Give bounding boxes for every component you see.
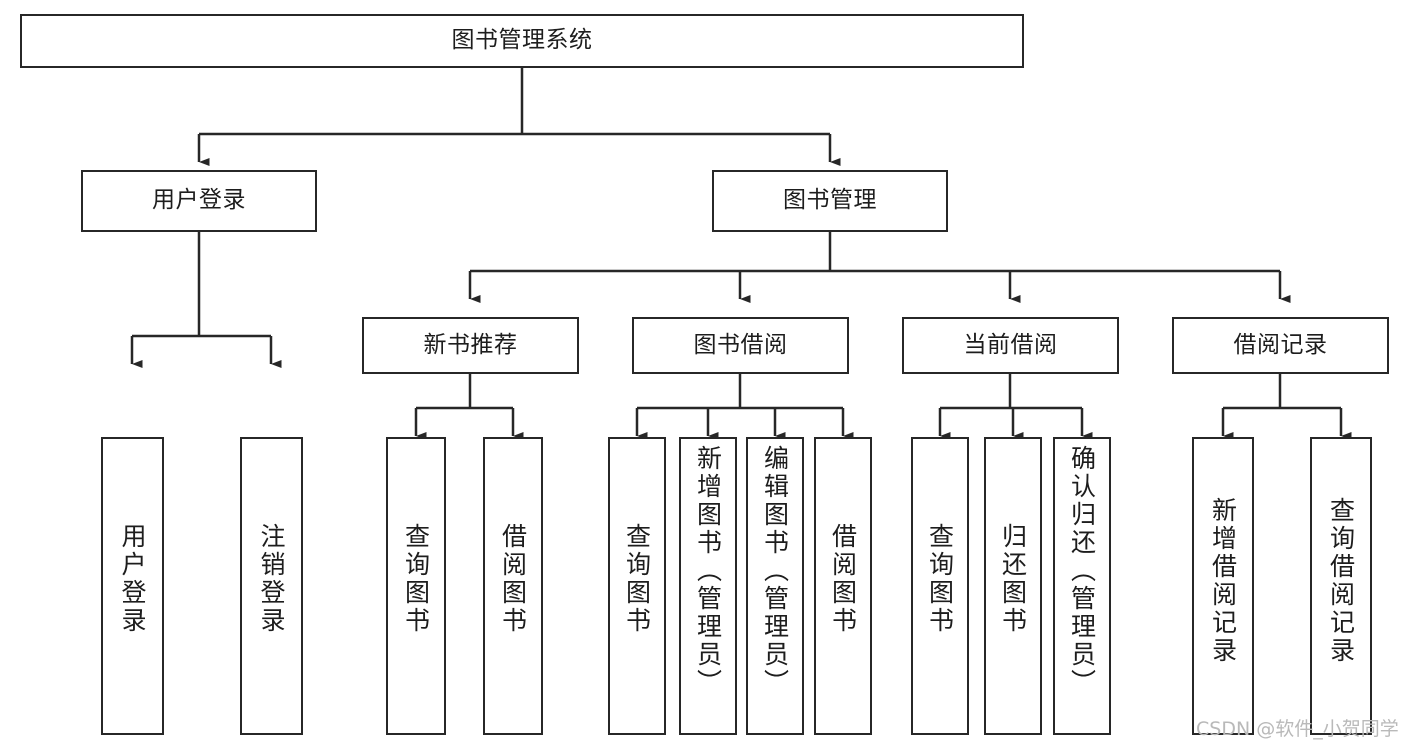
node-leaf-leaf-user-login[interactable]: 用户登录	[101, 437, 164, 735]
node-label: 新增图书（管理员）	[693, 445, 723, 697]
node-label: 查询借阅记录	[1326, 497, 1356, 665]
watermark-text: CSDN @软件_小贺同学	[1196, 718, 1399, 740]
node-level3-new-book-recommend[interactable]: 新书推荐	[362, 317, 579, 374]
node-label: 新书推荐	[423, 331, 518, 358]
node-leaf-leaf-confirm-return-admin[interactable]: 确认归还（管理员）	[1053, 437, 1111, 735]
node-label: 图书借阅	[693, 331, 788, 358]
node-leaf-leaf-query-book-3[interactable]: 查询图书	[911, 437, 969, 735]
node-label: 图书管理	[783, 187, 877, 214]
node-label: 确认归还（管理员）	[1067, 445, 1097, 697]
node-level3-borrow-record[interactable]: 借阅记录	[1172, 317, 1389, 374]
node-label: 借阅图书	[828, 523, 858, 635]
node-label: 借阅图书	[498, 523, 528, 635]
node-level2-book-manage[interactable]: 图书管理	[712, 170, 948, 232]
node-label: 用户登录	[152, 187, 246, 214]
node-label: 归还图书	[998, 523, 1028, 635]
node-label: 借阅记录	[1233, 331, 1328, 358]
node-root[interactable]: 图书管理系统	[20, 14, 1024, 68]
node-label: 注销登录	[257, 523, 286, 635]
node-level3-book-borrow[interactable]: 图书借阅	[632, 317, 849, 374]
node-leaf-leaf-logout[interactable]: 注销登录	[240, 437, 303, 735]
node-label: 编辑图书（管理员）	[760, 445, 790, 697]
node-leaf-leaf-edit-book-admin[interactable]: 编辑图书（管理员）	[746, 437, 804, 735]
node-label: 图书管理系统	[451, 27, 593, 54]
node-leaf-leaf-borrow-book-1[interactable]: 借阅图书	[483, 437, 543, 735]
node-label: 查询图书	[622, 523, 652, 635]
node-label: 查询图书	[925, 523, 955, 635]
node-label: 当前借阅	[963, 331, 1058, 358]
node-label: 新增借阅记录	[1208, 497, 1238, 665]
node-level3-current-borrow[interactable]: 当前借阅	[902, 317, 1119, 374]
node-leaf-leaf-return-book[interactable]: 归还图书	[984, 437, 1042, 735]
node-leaf-leaf-query-borrow-record[interactable]: 查询借阅记录	[1310, 437, 1372, 735]
node-label: 查询图书	[401, 523, 431, 635]
node-leaf-leaf-query-book-1[interactable]: 查询图书	[386, 437, 446, 735]
node-label: 用户登录	[118, 523, 147, 635]
node-leaf-leaf-query-book-2[interactable]: 查询图书	[608, 437, 666, 735]
node-leaf-leaf-add-book-admin[interactable]: 新增图书（管理员）	[679, 437, 737, 735]
node-level2-user-login[interactable]: 用户登录	[81, 170, 317, 232]
node-leaf-leaf-add-borrow-record[interactable]: 新增借阅记录	[1192, 437, 1254, 735]
node-leaf-leaf-borrow-book-2[interactable]: 借阅图书	[814, 437, 872, 735]
